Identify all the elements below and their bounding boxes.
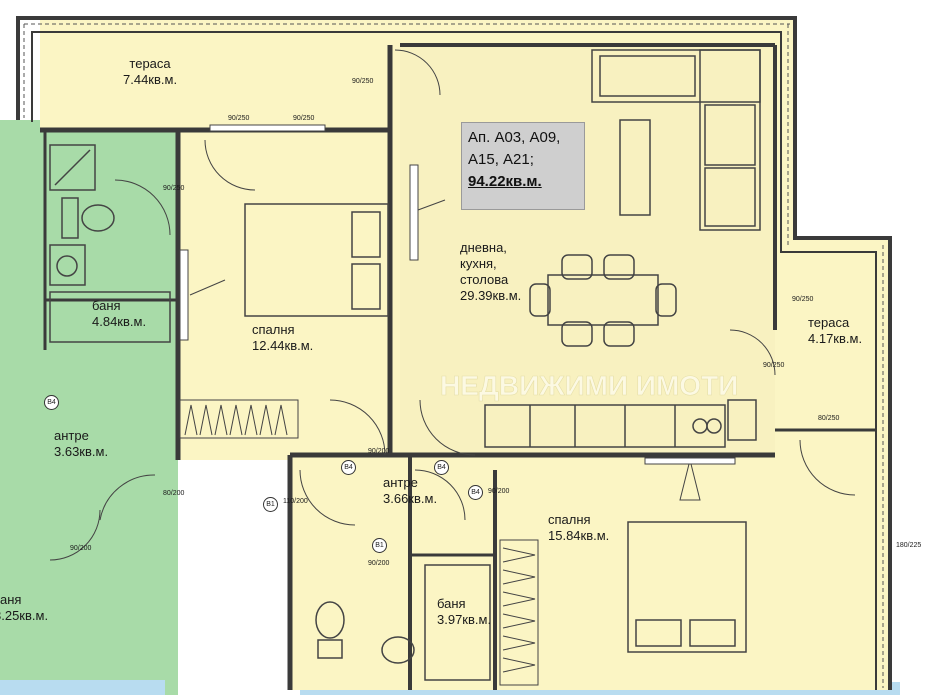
door-dim: 90/250 — [352, 78, 374, 85]
room-label-hall-neighbor: антре 3.63кв.м. — [54, 428, 108, 460]
room-area: 3.66кв.м. — [383, 491, 438, 506]
door-dim: 90/250 — [792, 296, 814, 303]
watermark: НЕДВИЖИМИ ИМОТИ — [440, 370, 738, 401]
room-label-living: дневна, кухня, столова 29.39кв.м. — [460, 240, 521, 304]
apartment-info-box: Ап. А03, А09, А15, А21; 94.22кв.м. — [461, 122, 585, 210]
door-swings — [49, 49, 856, 561]
bed-left — [244, 203, 389, 317]
windows — [179, 124, 736, 465]
room-area: 7.44кв.м. — [123, 72, 178, 87]
door-dim: 90/200 — [368, 560, 390, 567]
marker-b4: В4 — [44, 395, 59, 410]
walls — [16, 16, 892, 690]
door-dim: 90/200 — [70, 545, 92, 552]
wardrobe-left — [179, 399, 299, 439]
door-dim: 80/250 — [818, 415, 840, 422]
apartment-total-area: 94.22кв.м. — [468, 173, 542, 190]
room-name: спалня — [252, 322, 295, 337]
room-area: 12.44кв.м. — [252, 338, 314, 353]
room-name: антре — [54, 428, 89, 443]
door-dim: 90/250 — [163, 185, 185, 192]
room-label-bath-bottom: баня 3.97кв.м. — [437, 596, 491, 628]
marker-b1: В1 — [372, 538, 387, 553]
room-name: тераса — [129, 56, 171, 71]
room-label-bath-left: баня 4.84кв.м. — [92, 298, 146, 330]
coffee-table — [619, 119, 651, 216]
neighbor-blue-strip — [0, 680, 165, 695]
door-dim: 110/200 — [283, 498, 308, 505]
room-label-hall-center: антре 3.66кв.м. — [383, 475, 437, 507]
room-label-terrace-right: тераса 4.17кв.м. — [808, 315, 862, 347]
door-dim: 90/200 — [488, 488, 510, 495]
room-area: 15.84кв.м. — [548, 528, 610, 543]
room-name: антре — [383, 475, 418, 490]
room-area: 4.17кв.м. — [808, 331, 863, 346]
living-floor — [400, 45, 775, 455]
door-dim: 90/250 — [763, 362, 785, 369]
room-area: 3.97кв.м. — [437, 612, 492, 627]
door-dim: 180/225 — [896, 542, 922, 549]
room-area: 3.63кв.м. — [54, 444, 109, 459]
room-name: тераса — [808, 315, 850, 330]
room-area: 4.84кв.м. — [92, 314, 147, 329]
bathroom-left-fixtures — [49, 144, 171, 343]
room-name: аня — [0, 592, 22, 607]
room-name: баня — [437, 596, 466, 611]
room-label-bath-neighbor: аня 3.25кв.м. — [0, 592, 48, 624]
terrace-railing — [23, 23, 884, 688]
neighbor-apartment-left — [0, 120, 178, 695]
door-dim: 90/250 — [293, 115, 315, 122]
kitchen-counter — [484, 399, 757, 448]
marker-b4: В4 — [468, 485, 483, 500]
door-dim: 90/250 — [228, 115, 250, 122]
room-area: 29.39кв.м. — [460, 288, 522, 303]
apartment-line2: А15, А21; — [468, 151, 534, 168]
room-name-2: кухня, — [460, 256, 497, 271]
door-dim: 90/200 — [368, 448, 390, 455]
marker-b4: В4 — [434, 460, 449, 475]
room-name-3: столова — [460, 272, 509, 287]
room-area: 3.25кв.м. — [0, 608, 49, 623]
apartment-line1: Ап. А03, А09, — [468, 129, 561, 146]
room-label-terrace-top: тераса 7.44кв.м. — [123, 56, 177, 88]
room-label-bedroom-right: спалня 15.84кв.м. — [548, 512, 609, 544]
room-name-1: дневна, — [460, 240, 507, 255]
marker-b4: В4 — [341, 460, 356, 475]
room-name: спалня — [548, 512, 591, 527]
marker-b1: В1 — [263, 497, 278, 512]
room-label-bedroom-left: спалня 12.44кв.м. — [252, 322, 313, 354]
bed-right — [627, 521, 747, 653]
room-name: баня — [92, 298, 121, 313]
door-dim: 80/200 — [163, 490, 185, 497]
dining-set — [529, 254, 677, 347]
wardrobe-right — [499, 539, 539, 686]
sofa — [591, 49, 761, 231]
bathroom-bottom-fixtures — [315, 564, 491, 681]
